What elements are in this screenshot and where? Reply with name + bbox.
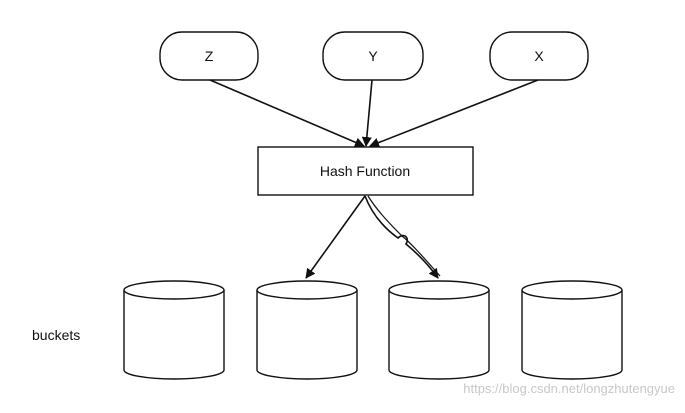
arrow-hash-to-bucket-2 (305, 195, 366, 279)
hash-function-label: Hash Function (319, 163, 411, 179)
bucket-1 (123, 280, 225, 380)
input-node-z (159, 31, 259, 81)
input-label-y: Y (368, 48, 378, 64)
arrow-hash-to-bucket-3 (364, 195, 439, 279)
arrow-z-to-hash (209, 79, 365, 148)
watermark-text: https://blog.csdn.net/longzhutengyue (463, 381, 675, 396)
bucket-4 (521, 280, 623, 380)
input-node-x (489, 31, 589, 81)
bucket-3 (388, 280, 490, 380)
buckets-label: buckets (32, 327, 81, 343)
arrow-x-to-hash (369, 79, 539, 148)
input-label-x: X (534, 48, 544, 64)
input-node-y (322, 31, 424, 81)
arrow-hash-to-bucket-3-duplicate (367, 195, 441, 277)
input-label-z: Z (204, 48, 214, 64)
arrow-y-to-hash (361, 79, 373, 147)
hash-function-box (257, 146, 474, 196)
bucket-2 (256, 280, 358, 380)
